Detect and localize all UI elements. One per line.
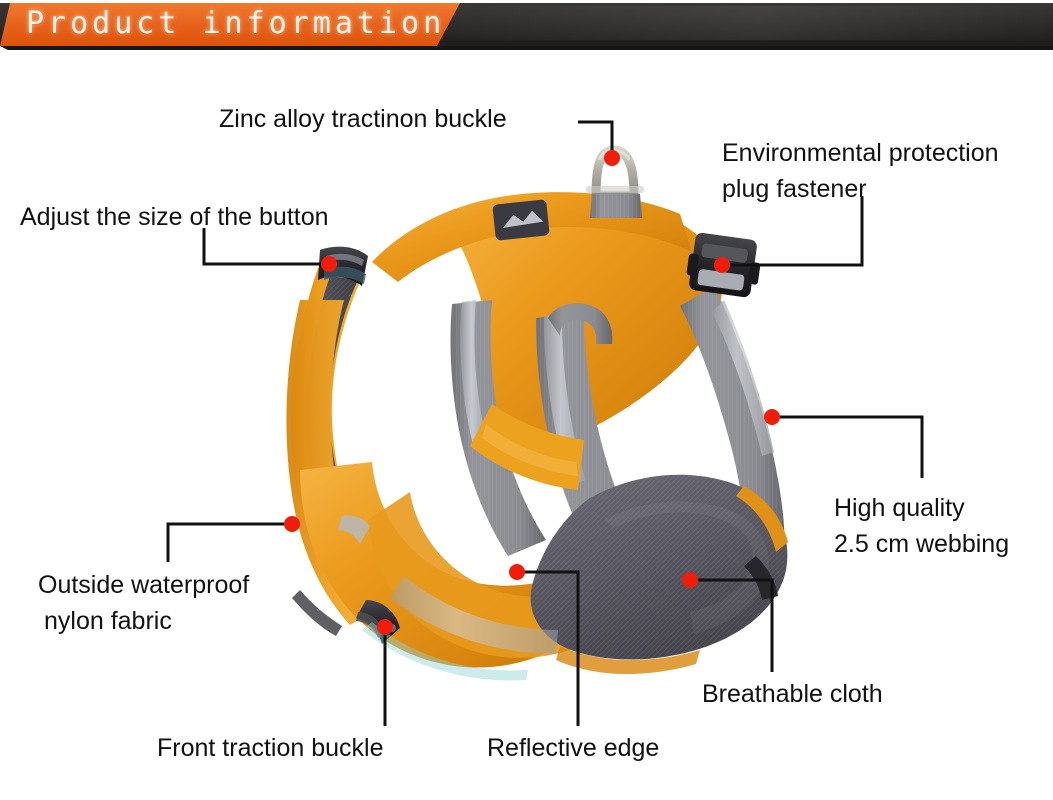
callout-dot-front-traction[interactable] <box>377 619 393 635</box>
callout-dot-zinc[interactable] <box>604 150 620 166</box>
callout-line: Environmental protection <box>722 139 999 167</box>
callout-dot-high-quality[interactable] <box>764 409 780 425</box>
leader-lines <box>166 120 924 726</box>
callout-label-environmental-plug-fastener: Environmental protection plug fastener <box>722 135 999 207</box>
harness-bottom-reflective-edge <box>390 576 558 654</box>
header-top-edge <box>0 0 1053 3</box>
harness-mesh-sheen <box>604 501 769 634</box>
callout-line: Outside waterproof <box>38 571 250 599</box>
callout-dots <box>284 150 780 635</box>
harness-chest-plate <box>452 193 723 453</box>
harness-graphic <box>286 145 788 681</box>
harness-mesh-bottom-trim <box>556 646 700 675</box>
callout-line: plug fastener <box>722 175 867 203</box>
callout-line: 2.5 cm webbing <box>834 530 1010 558</box>
callout-dot-environmental[interactable] <box>714 257 730 273</box>
callout-dot-reflective[interactable] <box>509 564 525 580</box>
harness-breathable-mesh-texture <box>530 474 788 660</box>
harness-bottom-left-strap <box>292 590 342 636</box>
header-dark-sheen <box>400 6 1053 40</box>
callout-line: Front traction buckle <box>157 734 384 762</box>
callout-dot-breathable[interactable] <box>682 572 698 588</box>
dring-webbing-texture <box>590 194 642 218</box>
callout-label-adjust-size-button: Adjust the size of the button <box>20 199 329 235</box>
header-orange-shape <box>0 3 460 46</box>
leader-environmental <box>722 196 864 267</box>
callout-label-high-quality-webbing: High quality 2.5 cm webbing <box>834 490 1009 562</box>
leader-breathable <box>690 578 774 672</box>
harness-mesh-orange-trim <box>736 486 788 552</box>
leader-adjust <box>202 228 329 266</box>
callout-line: Breathable cloth <box>702 680 883 708</box>
harness-lower-left-tab <box>338 515 370 544</box>
leader-outside <box>166 522 292 562</box>
callout-label-zinc-alloy-traction-buckle: Zinc alloy tractinon buckle <box>219 101 507 137</box>
harness-right-reflective <box>712 300 774 456</box>
callout-line: Adjust the size of the button <box>20 203 329 231</box>
callout-line: Zinc alloy tractinon buckle <box>219 105 507 133</box>
callout-label-breathable-cloth: Breathable cloth <box>702 676 883 712</box>
harness-logo-patch <box>492 199 550 241</box>
callout-line: Reflective edge <box>487 734 660 762</box>
harness-right-strap-end <box>744 556 778 600</box>
header-banner-graphic <box>0 0 1053 50</box>
leader-reflective <box>517 570 580 726</box>
harness-orange-crossband-hilite <box>482 424 578 476</box>
leader-zinc <box>578 120 614 158</box>
callout-dot-outside[interactable] <box>284 516 300 532</box>
leader-high-quality <box>772 415 924 478</box>
harness-left-reflective <box>460 300 488 448</box>
callout-label-outside-waterproof-nylon: Outside waterproof nylon fabric <box>38 567 249 639</box>
harness-handle-loop <box>548 303 613 344</box>
callout-line: High quality <box>834 494 965 522</box>
callout-dot-adjust[interactable] <box>321 256 337 272</box>
callout-label-reflective-edge: Reflective edge <box>487 730 659 766</box>
callout-line: nylon fabric <box>44 607 172 635</box>
harness-left-outer-orange <box>286 300 386 625</box>
callout-label-front-traction-buckle: Front traction buckle <box>157 730 384 766</box>
header-bottom-shadow <box>0 46 1053 50</box>
